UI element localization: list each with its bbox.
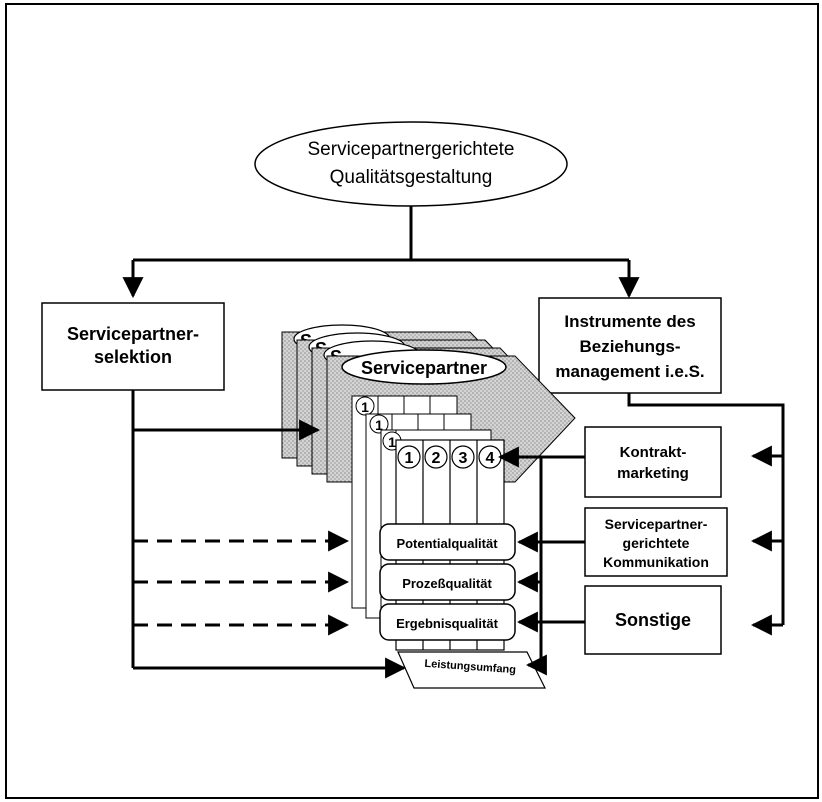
left-box-line2: selektion <box>94 347 172 367</box>
column-number-4: 4 <box>486 450 495 467</box>
quality-pill-potential: Potentialqualität <box>379 523 516 561</box>
column-number-2: 2 <box>432 450 441 467</box>
instrumente-box: Instrumente des Beziehungs- management i… <box>538 297 722 394</box>
quality-label-prozess: Prozeßqualität <box>402 576 492 591</box>
instrument-box-1-line1: Kontrakt- <box>620 444 687 461</box>
top-connectors <box>122 206 640 299</box>
outer-frame <box>5 3 819 799</box>
column-number-3: 3 <box>459 450 468 467</box>
column-number: 1 <box>388 434 396 450</box>
quality-pill-prozess: Prozeßqualität <box>379 563 516 601</box>
top-ellipse: Servicepartnergerichtete Qualitätsgestal… <box>254 121 568 207</box>
selektion-connectors <box>131 390 407 679</box>
top-ellipse-line2: Qualitätsgestaltung <box>330 167 493 188</box>
instrument-connectors <box>627 393 785 636</box>
top-ellipse-line1: Servicepartnergerichtete <box>308 139 515 160</box>
sonstige-box: Sonstige <box>584 585 722 655</box>
dashed-arrows <box>133 530 350 636</box>
instrument-box-1-line2: marketing <box>617 465 689 482</box>
servicepartner-selektion-box: Servicepartner- selektion <box>41 302 225 391</box>
right-box-line2: Beziehungs- <box>579 337 680 356</box>
servicepartner-label: Servicepartner <box>361 358 487 378</box>
kommunikation-box: Servicepartner- gerichtete Kommunikation <box>584 507 728 577</box>
column-number: 1 <box>375 417 383 433</box>
instrument-box-2-line2: gerichtete <box>623 535 690 551</box>
right-box-line1: Instrumente des <box>564 312 695 331</box>
instrument-box-2-line3: Kommunikation <box>603 554 709 570</box>
quality-label-potential: Potentialqualität <box>396 536 498 551</box>
instrument-box-2-line1: Servicepartner- <box>605 516 708 532</box>
quality-pill-ergebnis: Ergebnisqualität <box>379 603 516 641</box>
column-number-1: 1 <box>405 450 414 467</box>
kontraktmarketing-box: Kontrakt- marketing <box>584 426 722 498</box>
leistungsumfang-base: Leistungsumfang <box>397 651 546 689</box>
quality-label-ergebnis: Ergebnisqualität <box>396 616 499 631</box>
instrument-to-quality-arrows <box>497 446 585 676</box>
right-box-line3: management i.e.S. <box>555 362 704 381</box>
column-number: 1 <box>361 399 369 415</box>
instrument-box-3-line1: Sonstige <box>615 610 691 630</box>
left-box-line1: Servicepartner- <box>67 324 199 344</box>
